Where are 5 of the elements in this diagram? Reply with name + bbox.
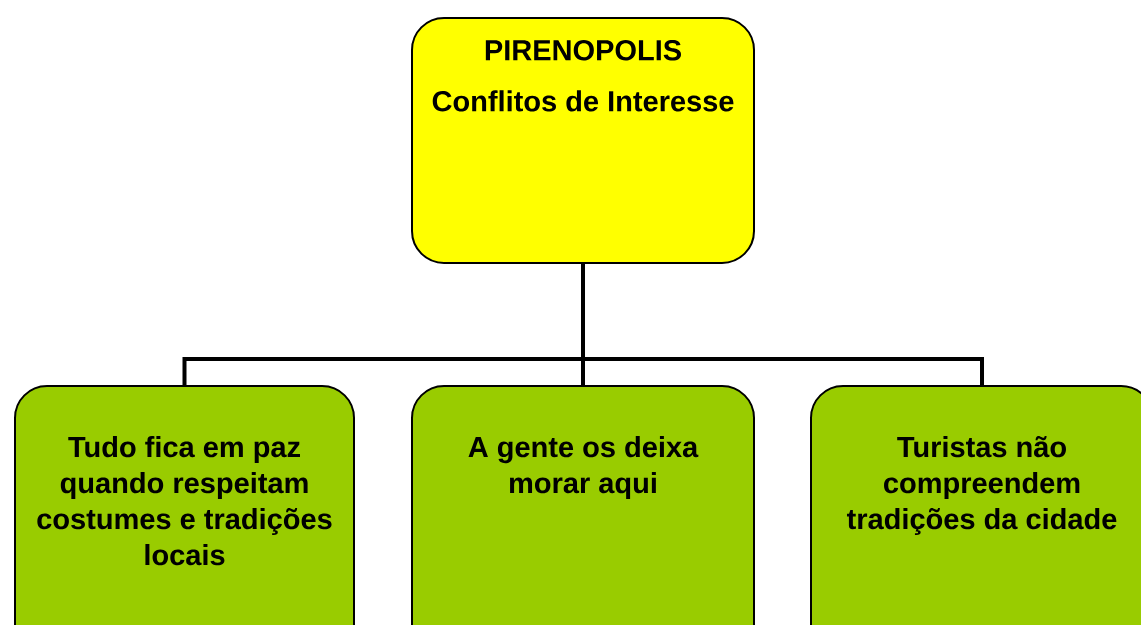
process-box: Tudo fica em paz quando respeitam costumes e tradições locais <box>14 385 355 625</box>
process-box: PIRENOPOLIS Conflitos de Interesse <box>411 17 755 264</box>
process-box: Turistas não compreendem tradições da cidade <box>810 385 1141 625</box>
connector-line <box>581 264 984 385</box>
process-box: A gente os deixa morar aqui <box>411 385 755 625</box>
